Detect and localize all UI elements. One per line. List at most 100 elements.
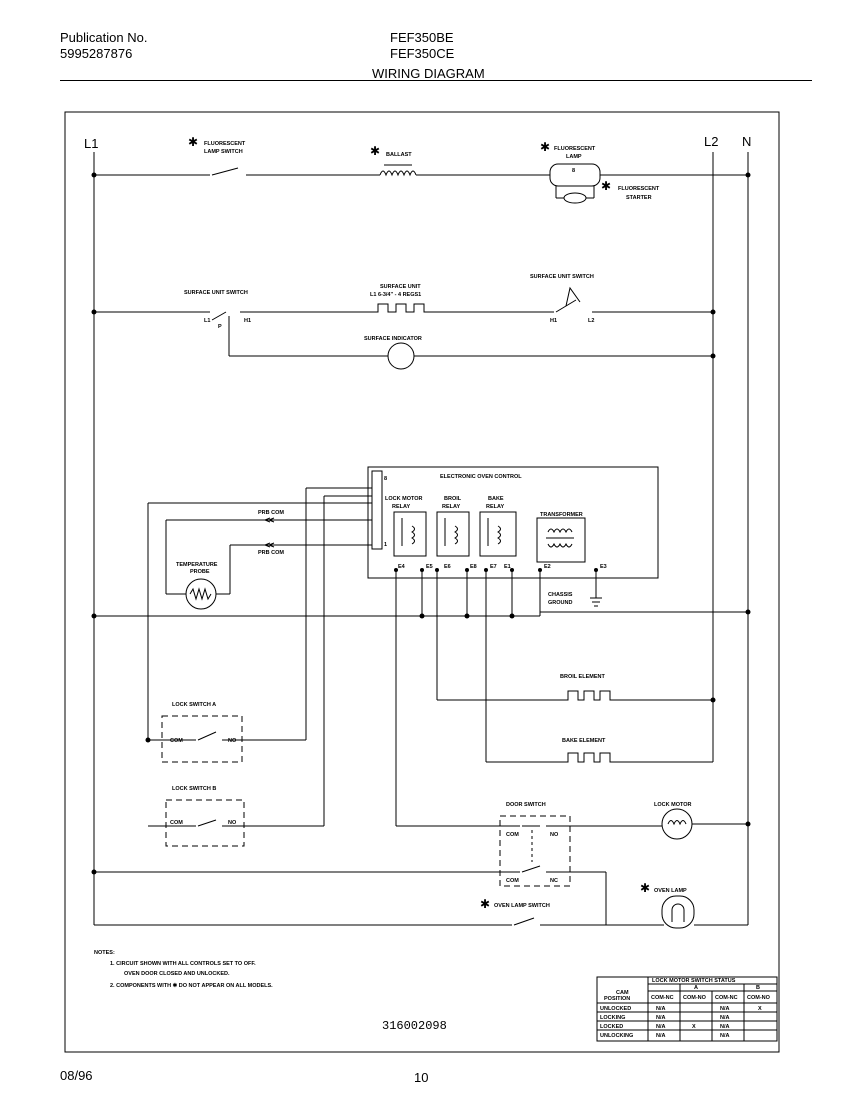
transformer-label: TRANSFORMER <box>540 512 583 518</box>
oven-lamp-switch-label: OVEN LAMP SWITCH <box>494 903 550 909</box>
lock-motor-relay <box>393 511 427 557</box>
publication-label: Publication No. <box>60 30 148 45</box>
fluorescent-lamp-switch-label-1: FLUORESCENT <box>204 141 246 147</box>
door-switch-com-upper: COM <box>506 832 519 838</box>
pin-8-label: 8 <box>384 476 387 482</box>
lock-switch-a <box>161 715 243 763</box>
model-number-1: FEF350BE <box>390 30 454 45</box>
lock-switch-b-label: LOCK SWITCH B <box>172 786 216 792</box>
terminal-e8: E8 <box>470 564 477 570</box>
lock-switch-a-no: NO <box>228 738 237 744</box>
part-number: 316002098 <box>382 1019 447 1033</box>
temperature-probe-label-2: PROBE <box>190 569 210 575</box>
table-row-1-position: LOCKING <box>600 1015 625 1021</box>
chassis-ground-icon <box>590 597 602 607</box>
surface-indicator-label: SURFACE INDICATOR <box>364 336 422 342</box>
notes-heading: NOTES: <box>94 950 115 956</box>
table-row-2-position: LOCKED <box>600 1024 623 1030</box>
table-row-1-cell-0: N/A <box>656 1015 666 1021</box>
terminal-e5: E5 <box>426 564 433 570</box>
fluorescent-starter <box>563 192 587 204</box>
broil-element-label: BROIL ELEMENT <box>560 674 605 680</box>
star-marker: ✱ <box>640 881 650 895</box>
bake-relay-label-1: BAKE <box>488 496 504 502</box>
door-switch <box>499 815 571 887</box>
surface-unit-label-2: L1 6-3/4" - 4 REGS1 <box>370 292 421 298</box>
lamp-pin-label: 8 <box>572 168 575 174</box>
header-rule <box>60 80 812 81</box>
table-row-0-position: UNLOCKED <box>600 1006 631 1012</box>
door-switch-label: DOOR SWITCH <box>506 802 546 808</box>
door-switch-com-lower: COM <box>506 878 519 884</box>
lock-switch-b-no: NO <box>228 820 237 826</box>
surface-unit-element <box>370 303 432 313</box>
table-position-header-2: POSITION <box>604 996 630 1002</box>
fluorescent-lamp-switch <box>211 167 239 176</box>
fluorescent-lamp-label-1: FLUORESCENT <box>554 146 596 152</box>
lock-motor-label: LOCK MOTOR <box>654 802 692 808</box>
table-position-header-1: CAM <box>616 990 629 996</box>
broil-relay-label-2: RELAY <box>442 504 460 510</box>
table-row-1-cell-2: N/A <box>720 1015 730 1021</box>
fluorescent-starter-label-2: STARTER <box>626 195 652 201</box>
l1-label: L1 <box>84 136 98 151</box>
temperature-probe <box>185 578 217 610</box>
table-subcol-2: COM-NO <box>683 995 707 1001</box>
broil-element <box>562 690 614 701</box>
fluorescent-starter-label-1: FLUORESCENT <box>618 186 660 192</box>
n-label: N <box>742 134 751 149</box>
broil-relay <box>436 511 470 557</box>
switch-status-table <box>596 976 778 1042</box>
door-switch-nc: NC <box>550 878 558 884</box>
broil-relay-label-1: BROIL <box>444 496 462 502</box>
terminal-e3: E3 <box>600 564 607 570</box>
table-row-3-cell-2: N/A <box>720 1033 730 1039</box>
note-1b: OVEN DOOR CLOSED AND UNLOCKED. <box>124 971 230 977</box>
lock-switch-a-com: COM <box>170 738 183 744</box>
table-row-2-cell-1: X <box>692 1024 696 1030</box>
table-row-0-x: X <box>758 1006 762 1012</box>
surface-unit-label-1: SURFACE UNIT <box>380 284 421 290</box>
table-col-b: B <box>756 985 760 991</box>
door-switch-no: NO <box>550 832 559 838</box>
lock-motor-relay-label-1: LOCK MOTOR <box>385 496 423 502</box>
lock-motor-relay-label-2: RELAY <box>392 504 410 510</box>
probe-com-label-2: PRB COM <box>258 550 284 556</box>
surface-indicator <box>387 342 415 370</box>
h1-terminal-right: H1 <box>550 318 557 324</box>
bake-relay <box>479 511 517 557</box>
l2-label: L2 <box>704 134 718 149</box>
connector-block <box>371 470 383 550</box>
temperature-probe-label-1: TEMPERATURE <box>176 562 218 568</box>
star-marker: ✱ <box>480 897 490 911</box>
diagram-frame <box>64 111 780 1053</box>
fluorescent-lamp-label-2: LAMP <box>566 154 582 160</box>
terminal-e1: E1 <box>504 564 511 570</box>
electronic-oven-control-label: ELECTRONIC OVEN CONTROL <box>440 474 522 480</box>
table-row-0-cell-0: N/A <box>656 1006 666 1012</box>
publication-number: 5995287876 <box>60 46 133 61</box>
fluorescent-lamp-switch-label-2: LAMP SWITCH <box>204 149 243 155</box>
table-row-3-cell-0: N/A <box>656 1033 666 1039</box>
star-marker: ✱ <box>601 179 611 193</box>
oven-lamp <box>661 895 695 929</box>
table-row-2-cell-0: N/A <box>656 1024 666 1030</box>
h1-terminal-left: H1 <box>244 318 251 324</box>
l2-terminal: L2 <box>588 318 594 324</box>
terminal-e7: E7 <box>490 564 497 570</box>
oven-lamp-switch <box>513 917 535 926</box>
probe-com-label-1: PRB COM <box>258 510 284 516</box>
lock-switch-b <box>165 799 245 847</box>
bake-element-label: BAKE ELEMENT <box>562 738 606 744</box>
bake-element <box>562 752 614 763</box>
page-number: 10 <box>414 1070 429 1085</box>
l1-terminal: L1 <box>204 318 210 324</box>
surface-unit-switch-left-label: SURFACE UNIT SWITCH <box>184 290 248 296</box>
page-title: WIRING DIAGRAM <box>372 66 485 81</box>
table-row-2-cell-2: N/A <box>720 1024 730 1030</box>
chassis-ground-label-1: CHASSIS <box>548 592 573 598</box>
ballast-label: BALLAST <box>386 152 412 158</box>
table-row-3-position: UNLOCKING <box>600 1033 633 1039</box>
lock-switch-b-com: COM <box>170 820 183 826</box>
